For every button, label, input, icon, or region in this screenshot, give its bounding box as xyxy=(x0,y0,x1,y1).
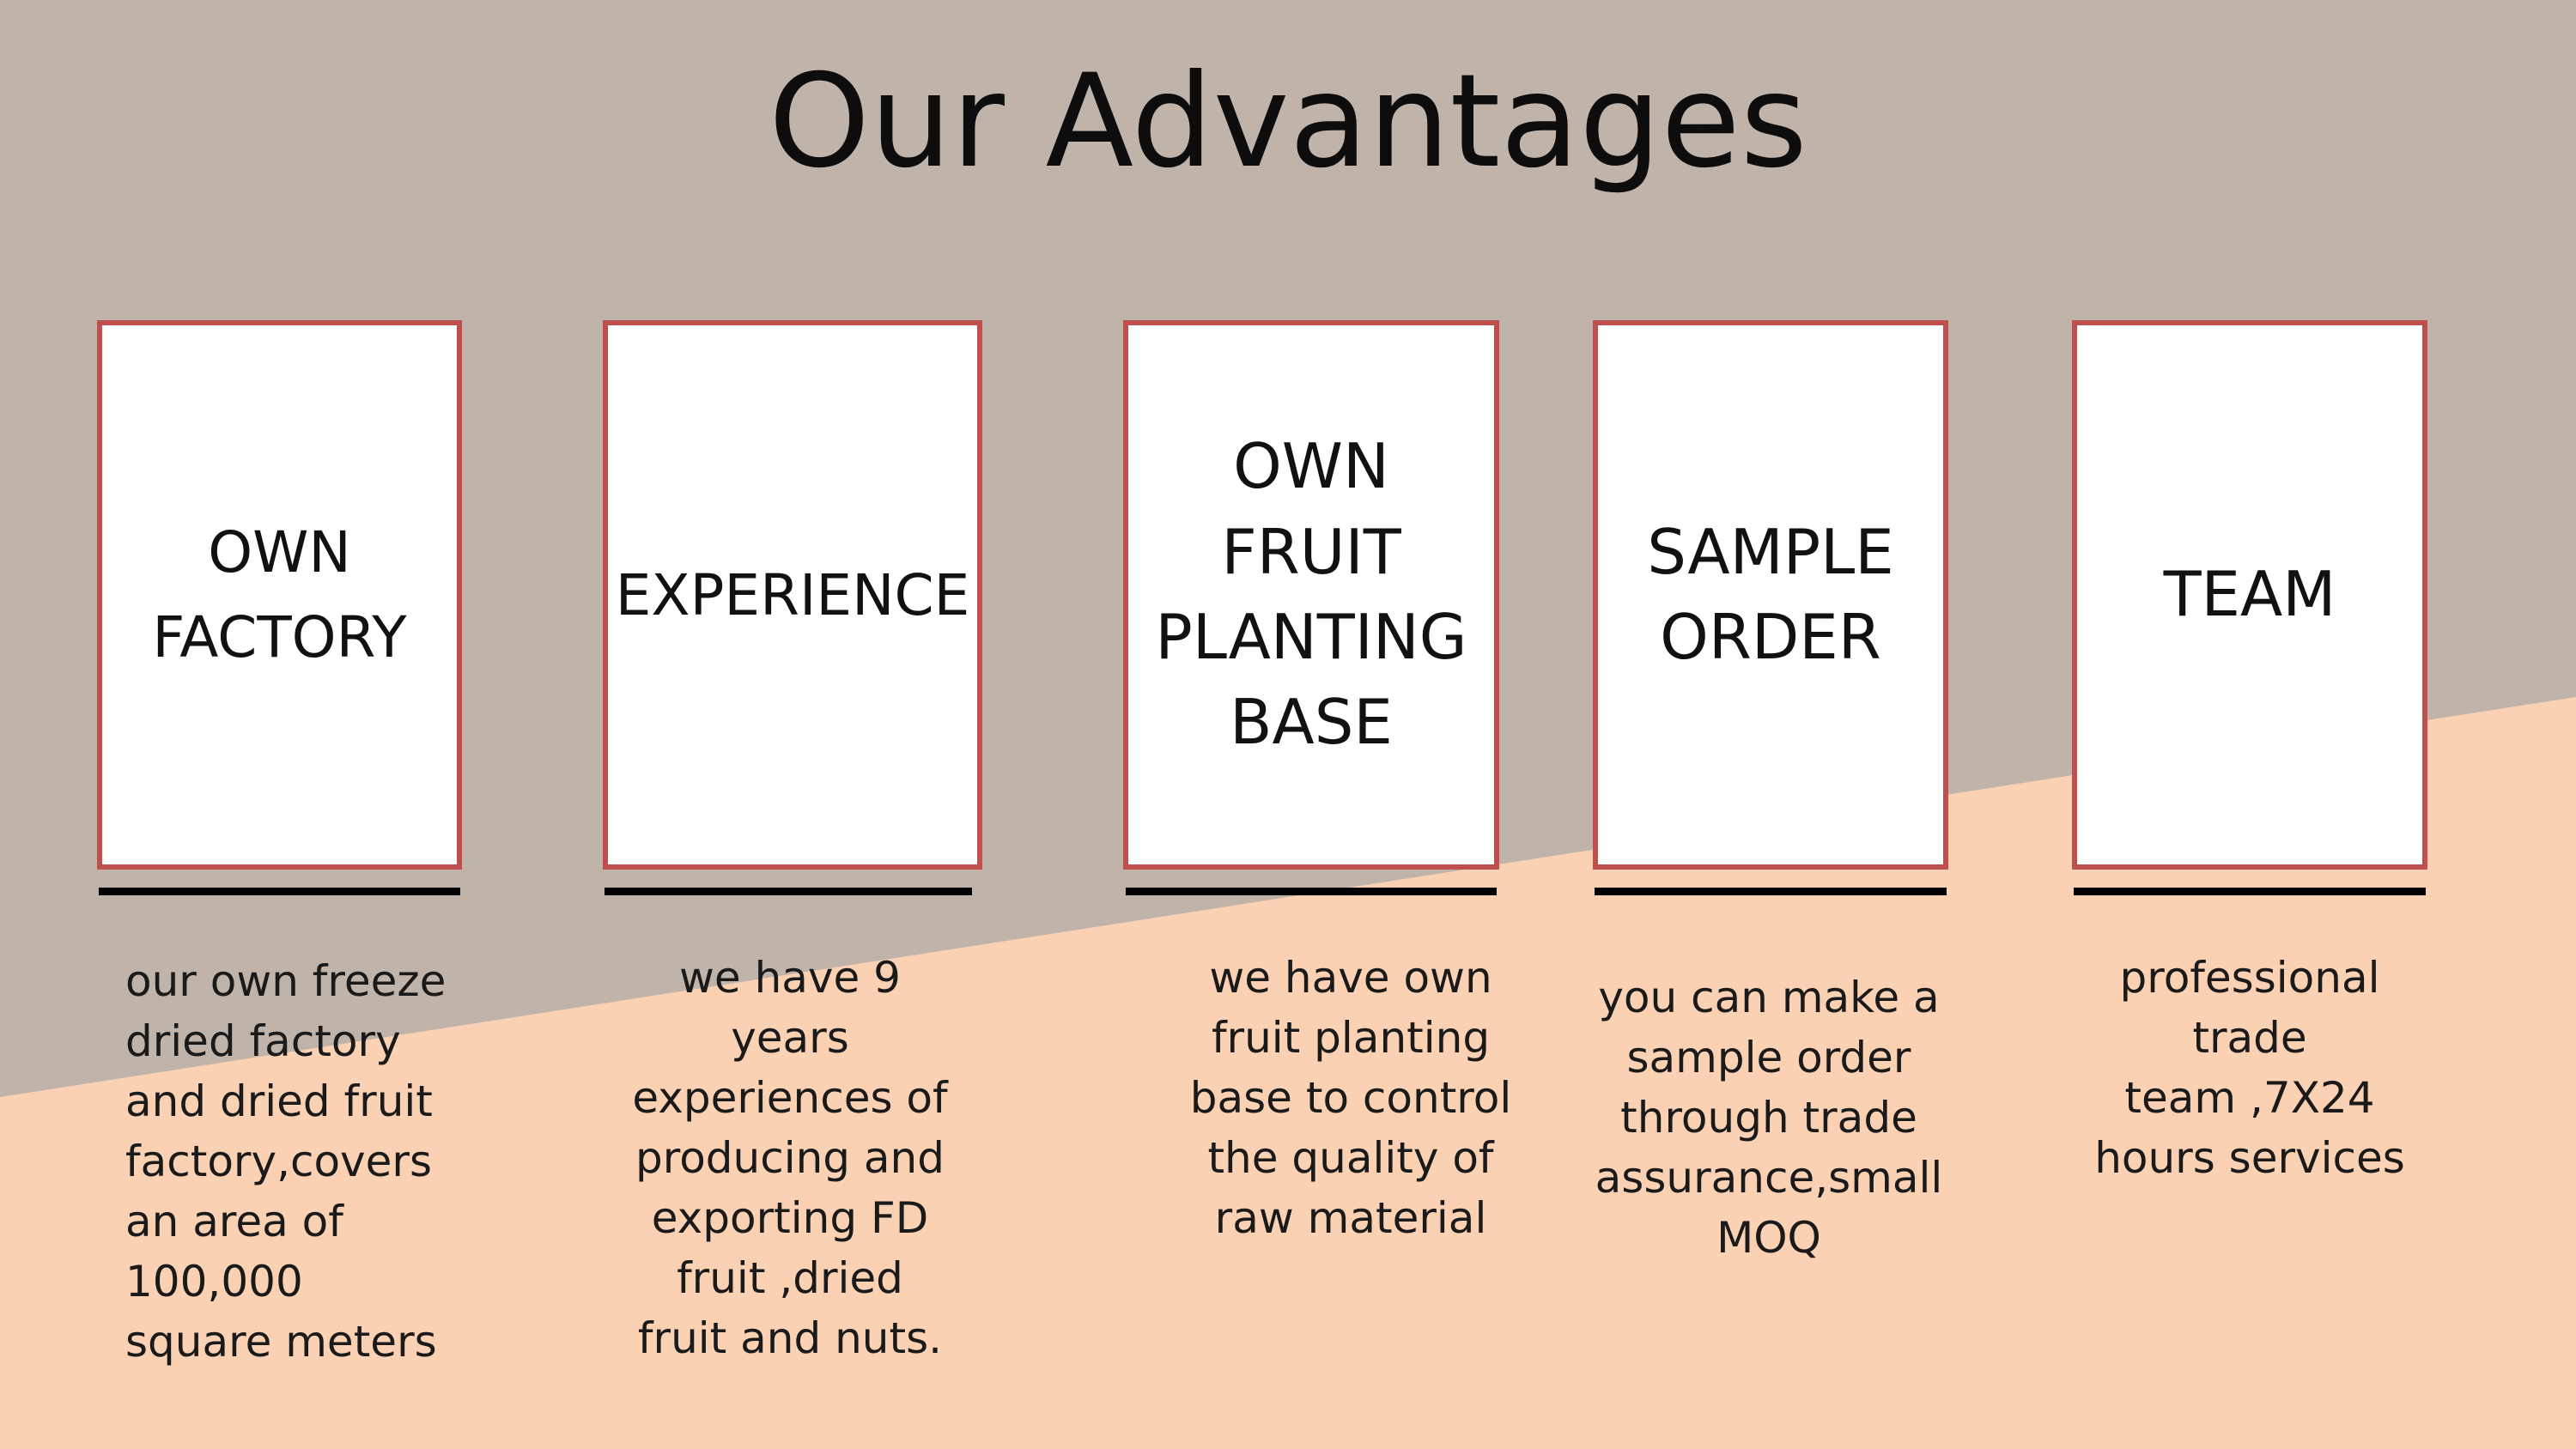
advantage-card-experience: EXPERIENCE xyxy=(603,320,982,870)
advantage-divider xyxy=(99,888,460,895)
advantage-divider xyxy=(1126,888,1497,895)
slide-title: Our Advantages xyxy=(769,47,1807,197)
advantage-description: you can make a sample order through trad… xyxy=(1595,973,1943,1263)
advantage-heading: OWN FACTORY xyxy=(152,519,407,670)
advantage-divider xyxy=(605,888,972,895)
advantage-heading: TEAM xyxy=(2163,558,2336,631)
advantage-description: we have 9 years experiences of producing… xyxy=(632,953,948,1363)
advantage-description: we have own fruit planting base to contr… xyxy=(1189,953,1512,1243)
advantage-heading: SAMPLE ORDER xyxy=(1647,515,1894,673)
advantage-description: professional trade team ,7X24 hours serv… xyxy=(2094,953,2405,1183)
advantage-heading: OWN FRUIT PLANTING BASE xyxy=(1155,430,1467,759)
advantage-divider xyxy=(2074,888,2426,895)
advantage-description: our own freeze dried factory and dried f… xyxy=(125,956,447,1367)
advantage-card-sample-order: SAMPLE ORDER xyxy=(1593,320,1948,870)
advantage-card-own-factory: OWN FACTORY xyxy=(97,320,462,870)
advantage-card-own-fruit-planting-base: OWN FRUIT PLANTING BASE xyxy=(1123,320,1499,870)
advantage-divider xyxy=(1595,888,1947,895)
advantage-heading: EXPERIENCE xyxy=(615,561,970,628)
advantage-card-team: TEAM xyxy=(2072,320,2427,870)
